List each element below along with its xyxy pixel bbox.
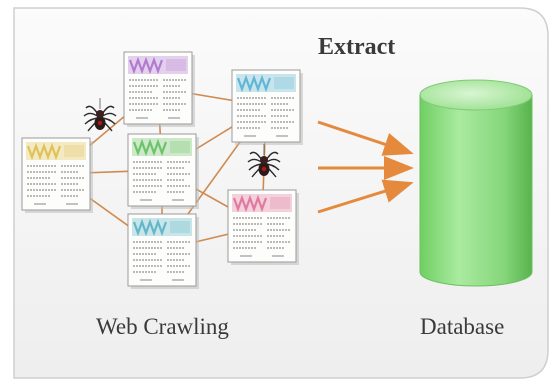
extract-arrows xyxy=(317,120,414,214)
web-page-icon xyxy=(123,51,195,127)
arrow-icon xyxy=(317,120,414,156)
spiders xyxy=(83,98,281,178)
web-page-icon xyxy=(127,213,199,289)
spider-icon xyxy=(83,98,117,132)
web-page-icon xyxy=(21,137,93,213)
web-page-icon xyxy=(227,189,299,265)
web-page-icon xyxy=(127,133,199,209)
web-crawling-label: Web Crawling xyxy=(96,314,229,339)
web-page-icon xyxy=(231,69,303,145)
arrow-icon xyxy=(317,179,414,214)
database-icon xyxy=(419,79,533,287)
database-label: Database xyxy=(420,314,505,339)
spider-icon xyxy=(247,144,281,178)
extract-label: Extract xyxy=(318,34,396,60)
web-pages xyxy=(21,51,303,289)
